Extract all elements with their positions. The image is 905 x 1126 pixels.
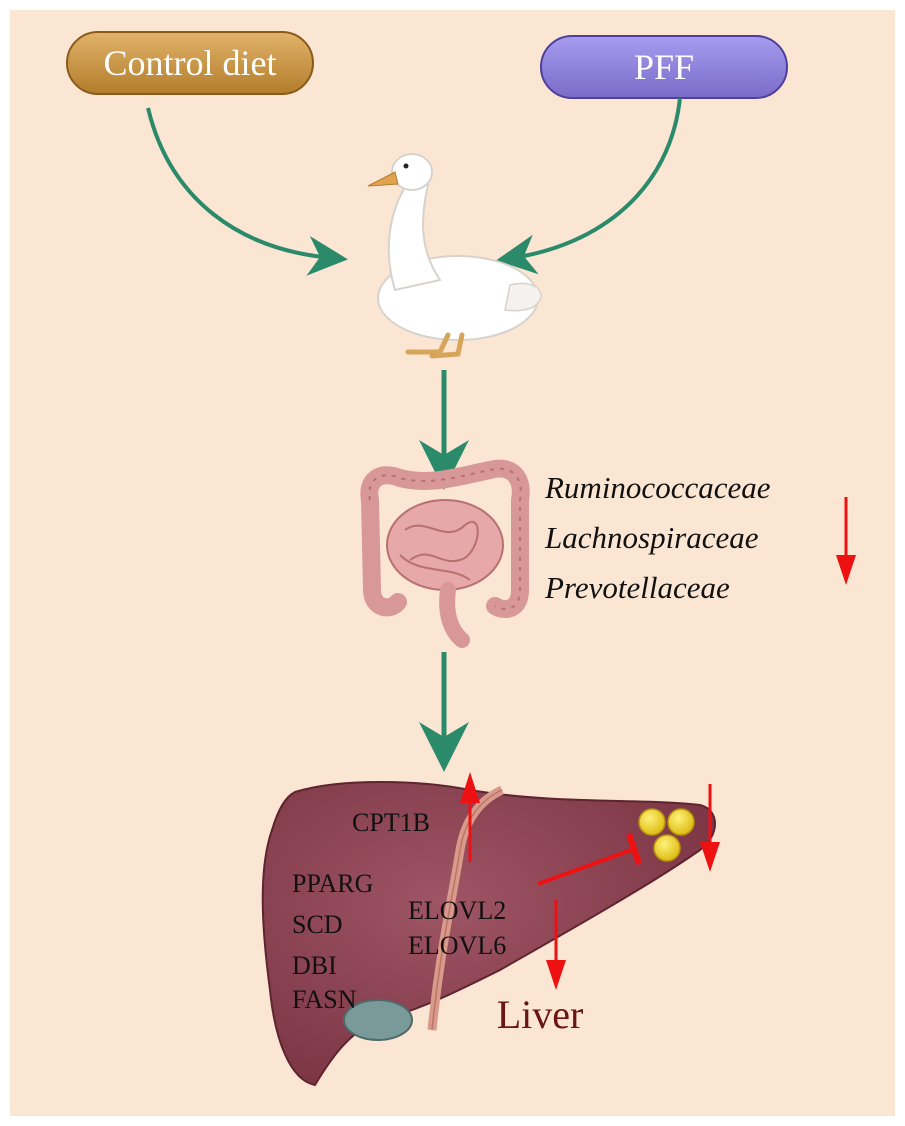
- microbiota-family-2: Lachnospiraceae: [544, 520, 759, 555]
- control-diet-label: Control diet: [104, 43, 277, 83]
- liver-label: Liver: [497, 992, 584, 1037]
- gene-left-1: PPARG: [292, 869, 373, 898]
- gene-mid-1: ELOVL2: [408, 896, 506, 925]
- gene-left-3: DBI: [292, 951, 337, 980]
- pff-pill: PFF: [541, 36, 787, 98]
- gene-cpt1b: CPT1B: [352, 808, 430, 837]
- gene-left-4: FASN: [292, 985, 357, 1014]
- microbiota-family-3: Prevotellaceae: [544, 570, 730, 605]
- lipid-droplet: [654, 835, 680, 861]
- pff-label: PFF: [634, 47, 694, 87]
- gene-left-2: SCD: [292, 910, 343, 939]
- lipid-droplet: [639, 809, 665, 835]
- microbiota-family-1: Ruminococcaceae: [544, 470, 771, 505]
- lipid-droplet: [668, 809, 694, 835]
- control-diet-pill: Control diet: [67, 32, 313, 94]
- gene-mid-2: ELOVL6: [408, 931, 506, 960]
